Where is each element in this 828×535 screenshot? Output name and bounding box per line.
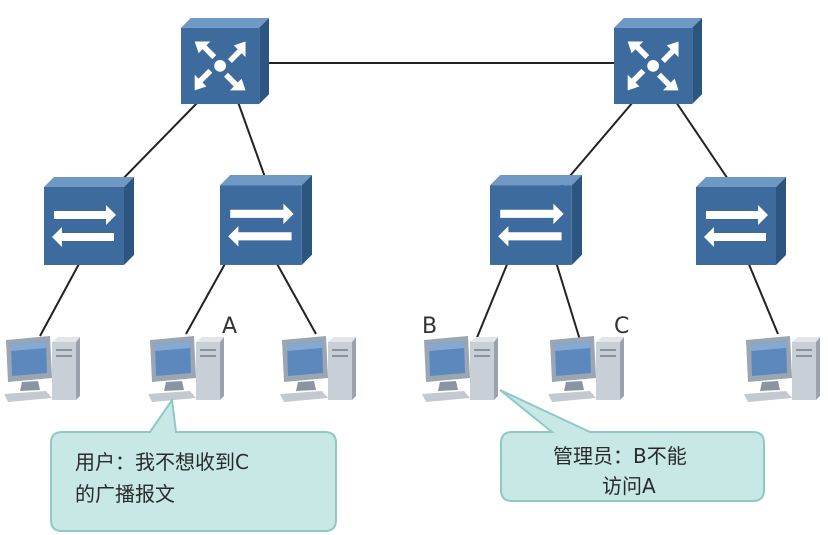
- link-switch2-to-pc3: [275, 261, 317, 335]
- link-switch4-to-pc6: [747, 261, 779, 335]
- link-switch2-to-pc-a: [185, 261, 227, 335]
- network-links: [39, 62, 779, 341]
- admin-callout-line-1: 管理员：B不能: [553, 444, 687, 468]
- access-switch-3-icon: [490, 175, 582, 265]
- access-switch-2-icon: [220, 175, 312, 265]
- link-core1-to-switch2: [237, 101, 267, 181]
- pc-c-icon: [547, 335, 625, 403]
- core-router-left-icon: [181, 18, 269, 105]
- admin-callout-bubble: [499, 389, 765, 502]
- pc-3-icon: [279, 335, 357, 403]
- label-b: B: [422, 314, 437, 339]
- user-callout-bubble: [50, 397, 337, 532]
- admin-callout-line-2: 访问A: [602, 474, 656, 498]
- pc-6-icon: [743, 335, 821, 403]
- link-core2-to-switch4: [675, 101, 735, 189]
- link-switch3-to-pc-c: [555, 261, 581, 341]
- access-switch-4-icon: [696, 177, 786, 265]
- link-core1-to-switch1: [111, 101, 199, 191]
- user-callout: 用户：我不想收到C 的广播报文: [50, 397, 337, 532]
- user-callout-line-2: 的广播报文: [75, 482, 175, 506]
- pc-a-icon: [147, 335, 225, 403]
- admin-callout: 管理员：B不能 访问A: [499, 389, 765, 502]
- pc-1-icon: [3, 335, 81, 403]
- user-callout-line-1: 用户：我不想收到C: [75, 450, 249, 474]
- link-switch3-to-pc-b: [475, 261, 509, 341]
- pc-b-icon: [421, 335, 499, 403]
- label-c: C: [614, 314, 629, 339]
- label-a: A: [222, 314, 237, 339]
- access-switch-1-icon: [44, 177, 134, 265]
- link-switch1-to-pc1: [39, 261, 81, 337]
- core-router-right-icon: [614, 18, 702, 105]
